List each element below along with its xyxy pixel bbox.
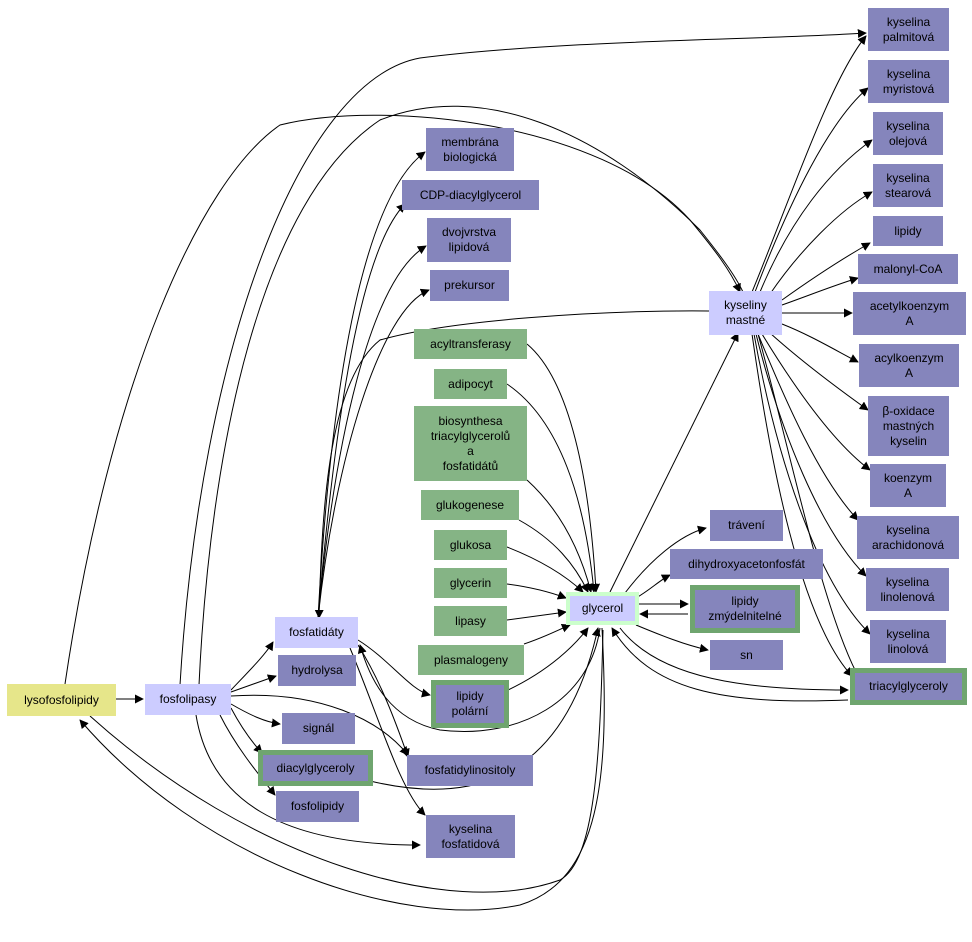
edge-fosfolipasy-signal xyxy=(230,703,281,728)
node-lipidy-zmydelnitelne[interactable]: lipidy zmýdelnitelné xyxy=(690,585,800,633)
edge-km-lipidy xyxy=(781,242,871,301)
edge-km-stearova xyxy=(769,191,873,295)
edge-km-beta-oxidace xyxy=(769,332,869,411)
node-kyselina-palmitova[interactable]: kyselina palmitová xyxy=(868,8,949,51)
node-fosfolipidy[interactable]: fosfolipidy xyxy=(276,791,359,822)
node-fosfatidaty[interactable]: fosfatidáty xyxy=(275,617,358,648)
edge-acyltransferasy-glycerol xyxy=(526,343,601,593)
node-biosynthesa[interactable]: biosynthesa triacylglycerolů a fosfatidá… xyxy=(414,406,527,481)
node-kyseliny-mastne[interactable]: kyseliny mastné xyxy=(709,291,782,335)
edge-fosfatidaty-prekursor xyxy=(317,288,430,619)
edge-lipasy-glycerol xyxy=(506,608,567,621)
edge-glycerol-traveni xyxy=(624,525,707,594)
edge-fosfatidaty-fosfatidylinositoly xyxy=(357,644,410,758)
node-plasmalogeny[interactable]: plasmalogeny xyxy=(418,645,524,675)
node-traveni[interactable]: trávení xyxy=(710,510,783,541)
edge-km-palmitova xyxy=(751,35,867,293)
edge-fosfolipasy-fosfolipidy xyxy=(219,714,276,796)
node-acylkoenzym-a[interactable]: acylkoenzym A xyxy=(859,344,959,387)
edge-fosfolipasy-diacylglyceroly xyxy=(230,707,263,754)
node-kyselina-linolova[interactable]: kyselina linolová xyxy=(870,620,946,663)
node-glukogenese[interactable]: glukogenese xyxy=(421,490,519,520)
edge-fosfolipasy-fosfatidaty-upper xyxy=(198,105,744,686)
node-triacylglyceroly[interactable]: triacylglyceroly xyxy=(850,668,967,705)
edge-biosynthesa-glycerol xyxy=(526,479,594,593)
node-kyselina-myristova[interactable]: kyselina myristová xyxy=(868,60,949,103)
edge-fosfatidaty-kyselina-fosfatidova xyxy=(349,647,426,816)
edge-km-linolova xyxy=(753,333,871,635)
node-lipidy-polarni[interactable]: lipidy polární xyxy=(431,680,509,728)
node-lipasy[interactable]: lipasy xyxy=(434,606,507,636)
node-koenzym-a[interactable]: koenzym A xyxy=(870,464,946,507)
edge-kyseliny-mastne-fosfatidaty xyxy=(314,310,710,619)
node-hydrolysa[interactable]: hydrolysa xyxy=(278,655,356,686)
edge-km-olejova xyxy=(759,139,873,293)
edge-km-arachidonova xyxy=(757,333,859,521)
edge-fosfatidaty-membrana xyxy=(317,151,426,619)
edge-triacylglyceroly-glycerol xyxy=(611,627,849,702)
edge-fosfolipasy-fosfatidaty xyxy=(230,641,274,691)
edge-fosfolipasy-kyselina-palmitova xyxy=(179,29,867,686)
node-glycerin[interactable]: glycerin xyxy=(434,568,507,598)
node-kyselina-stearova[interactable]: kyselina stearová xyxy=(873,164,943,207)
node-kyselina-olejova[interactable]: kyselina olejová xyxy=(873,112,943,155)
edge-glycerol-triacylglyceroly xyxy=(619,627,849,695)
node-dvojvrstva-lipidova[interactable]: dvojvrstva lipidová xyxy=(427,218,511,262)
node-fosfatidylinositoly[interactable]: fosfatidylinositoly xyxy=(407,755,533,786)
edge-fosfolipasy-fosfatidylinositoly xyxy=(230,694,409,756)
node-kyselina-linolenova[interactable]: kyselina linolenová xyxy=(866,568,949,611)
node-prekursor[interactable]: prekursor xyxy=(430,270,509,301)
edge-km-linolenova xyxy=(755,333,867,577)
node-lipidy[interactable]: lipidy xyxy=(873,216,943,246)
edge-km-myristova xyxy=(754,87,869,293)
node-membrana-biologicka[interactable]: membrána biologická xyxy=(426,128,514,171)
node-glycerol[interactable]: glycerol xyxy=(566,592,639,625)
edge-km-triacylglyceroly-2 xyxy=(757,333,857,673)
node-lysofosfolipidy[interactable]: lysofosfolipidy xyxy=(7,684,116,716)
edge-glycerol-kyseliny-mastne xyxy=(609,332,739,593)
edge-lysofosfolipidy-glycerol xyxy=(89,629,604,893)
edge-glycerol-sn xyxy=(635,624,709,653)
node-kyselina-arachidonova[interactable]: kyselina arachidonová xyxy=(857,516,959,559)
node-cdp-diacylglycerol[interactable]: CDP-diacylglycerol xyxy=(402,180,539,210)
edge-km-koenzym xyxy=(761,333,871,471)
edge-fosfolipasy-kyselina-fosfatidova xyxy=(195,714,421,850)
node-signal[interactable]: signál xyxy=(282,713,355,744)
edge-fosfatidaty-cdp xyxy=(317,203,406,619)
edge-km-malonyl xyxy=(781,276,859,306)
node-beta-oxidace[interactable]: β-oxidace mastných kyselin xyxy=(868,396,949,456)
node-fosfolipasy[interactable]: fosfolipasy xyxy=(145,684,231,715)
edge-glycerol-fosfatidaty xyxy=(357,627,601,732)
edge-lipidy-polarni-glycerol xyxy=(507,627,589,691)
node-kyselina-fosfatidova[interactable]: kyselina fosfatidová xyxy=(426,815,515,858)
node-dihydroxyacetonfosfat[interactable]: dihydroxyacetonfosfát xyxy=(670,549,823,579)
edge-fosfatidaty-dvojvrstva xyxy=(317,245,427,619)
node-adipocyt[interactable]: adipocyt xyxy=(434,369,507,399)
node-acetylkoenzym-a[interactable]: acetylkoenzym A xyxy=(853,292,966,335)
edge-group xyxy=(64,29,873,911)
edge-fosfolipasy-hydrolysa xyxy=(230,674,277,693)
edge-fosfatidaty-lipidy-polarni xyxy=(357,639,431,698)
edge-glycerol-lysofosfolipidy xyxy=(79,627,605,911)
node-malonyl-coa[interactable]: malonyl-CoA xyxy=(858,254,958,284)
edge-km-triacylglyceroly xyxy=(751,333,853,677)
node-acyltransferasy[interactable]: acyltransferasy xyxy=(414,329,527,359)
edge-glycerin-glycerol xyxy=(506,583,567,600)
node-diacylglyceroly[interactable]: diacylglyceroly xyxy=(258,750,373,786)
edge-plasmalogeny-glycerol xyxy=(523,623,571,645)
edge-glycerol-dihydroxyacetonfosfat xyxy=(635,574,671,599)
edge-glukosa-glycerol xyxy=(506,546,584,593)
edge-adipocyt-glycerol xyxy=(506,383,598,593)
edge-glukogenese-glycerol xyxy=(518,519,589,593)
edge-km-acylkoenzym xyxy=(781,323,859,363)
node-glukosa[interactable]: glukosa xyxy=(434,530,507,560)
node-sn[interactable]: sn xyxy=(710,640,783,670)
